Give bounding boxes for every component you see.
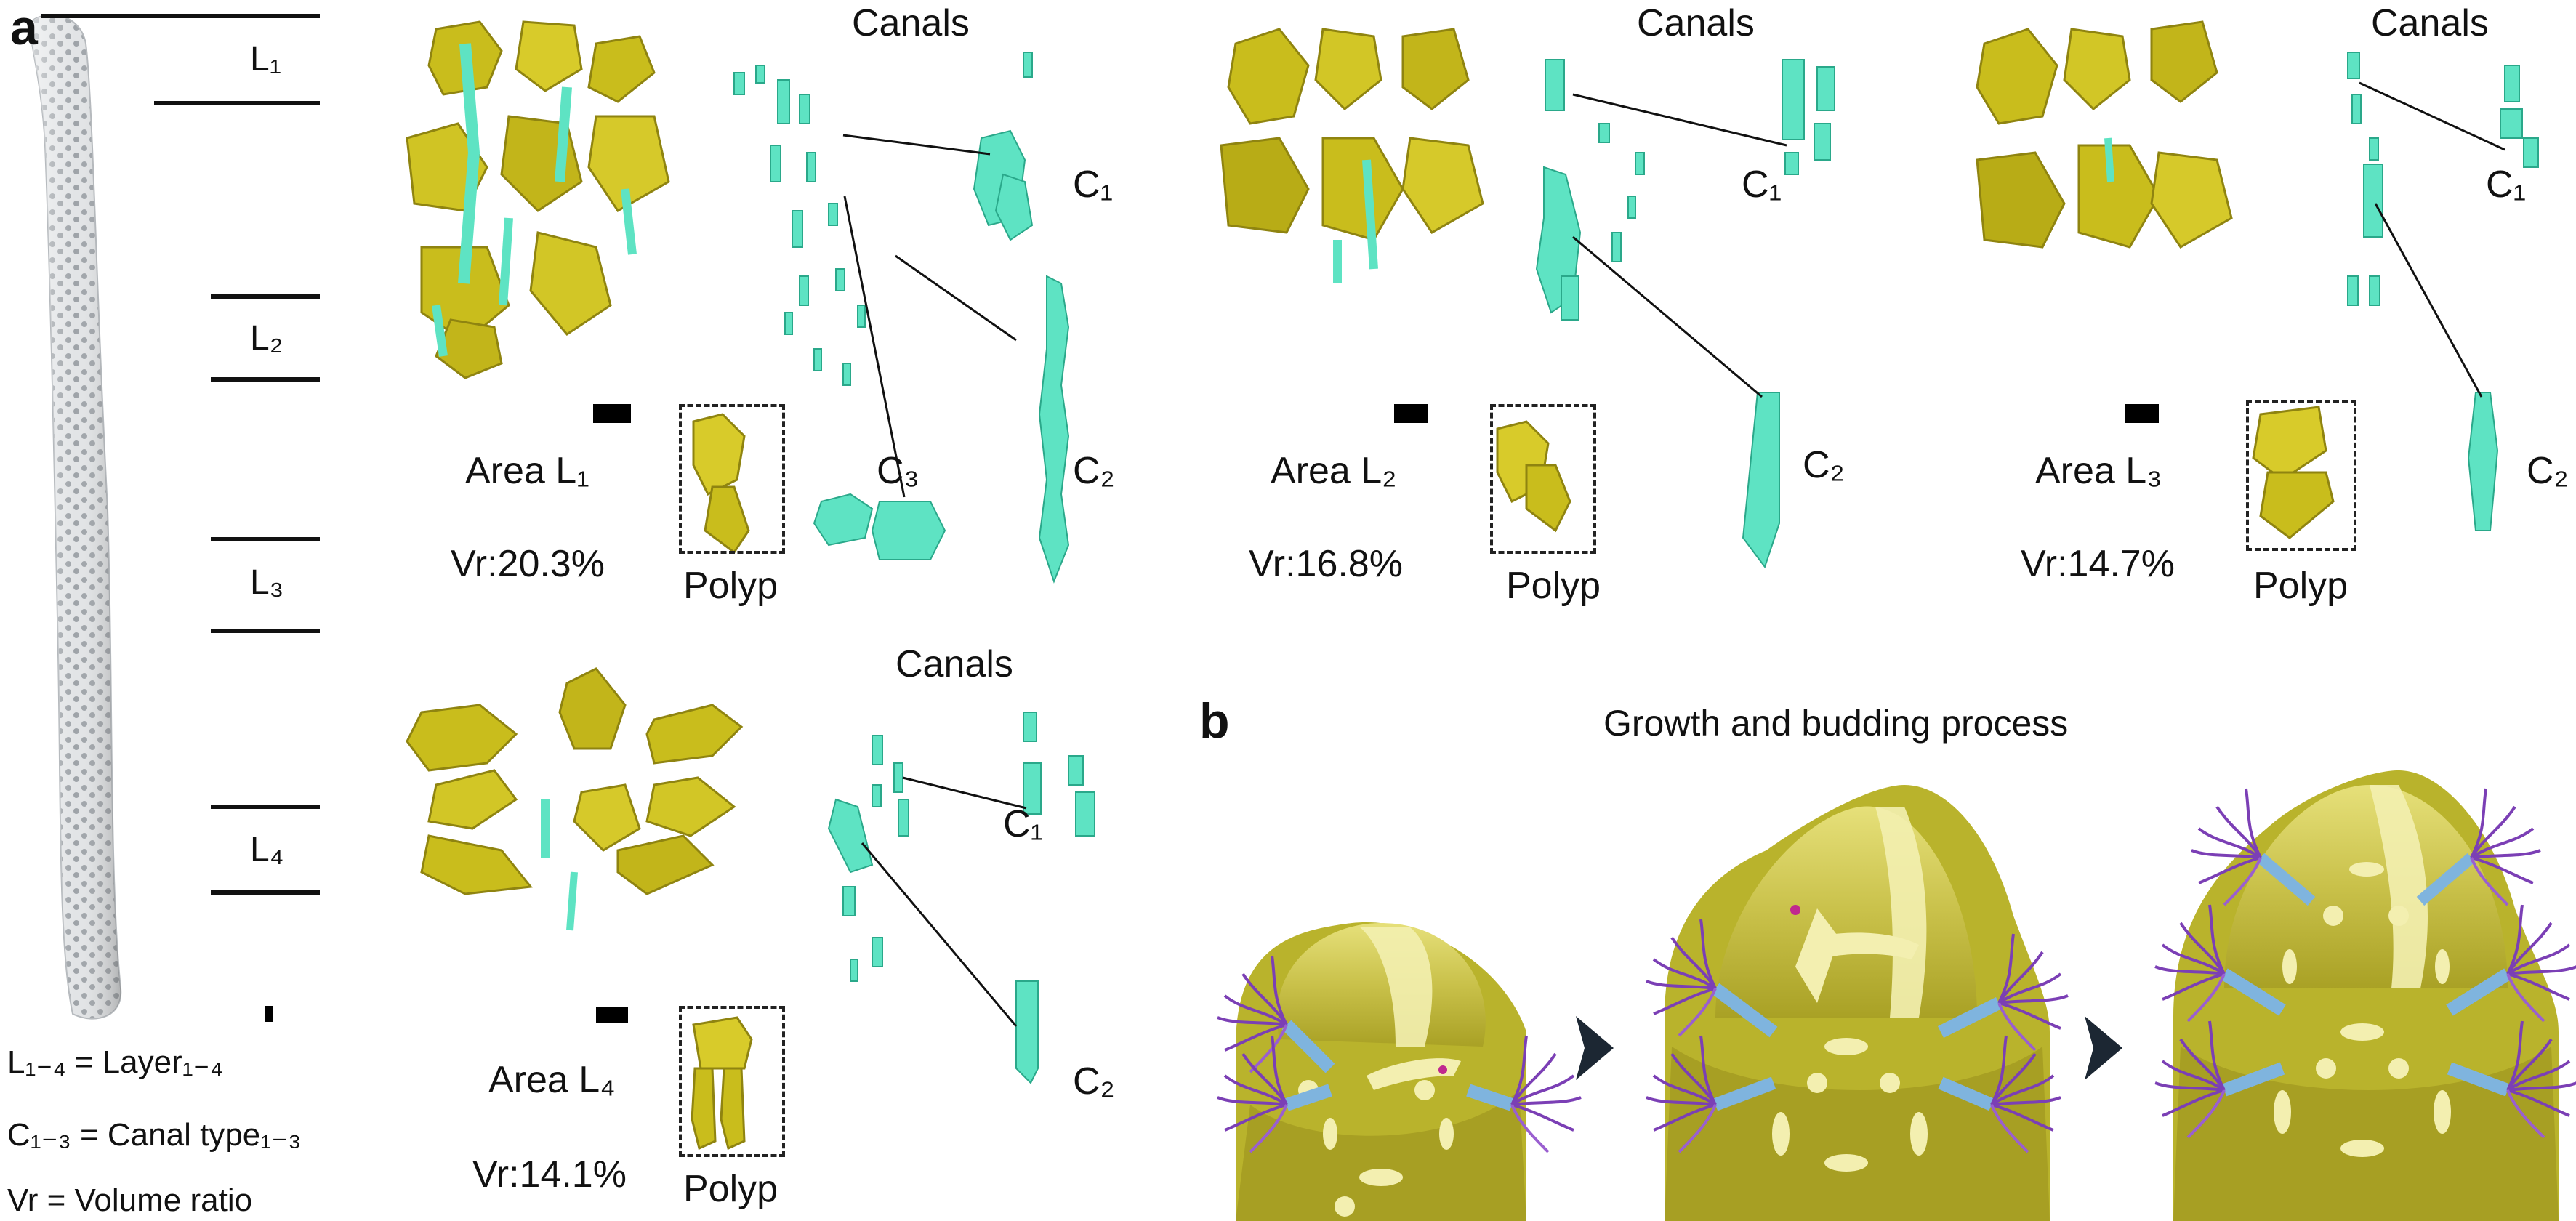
area-l1-label: Area L₁ xyxy=(465,450,589,492)
area-l2-label: Area L₂ xyxy=(1271,450,1397,492)
area-l4-c2-label: C₂ xyxy=(1073,1060,1115,1103)
panel-b-title: Growth and budding process xyxy=(1603,703,2069,744)
area-l1-scale-bar xyxy=(593,404,631,423)
area-l3-leader-lines xyxy=(2359,81,2505,398)
area-l3-canals-title: Canals xyxy=(2371,2,2489,44)
area-l3-polyp-box xyxy=(2246,400,2356,551)
area-l3-label: Area L₃ xyxy=(2035,450,2162,492)
layer-label-l1: L₁ xyxy=(250,40,281,78)
layer-boundary-lines xyxy=(41,14,320,895)
stage-arrow-1 xyxy=(1576,1016,1614,1080)
area-l2-polyp-model xyxy=(1220,28,1484,283)
legend-volume-ratio: Vr = Volume ratio xyxy=(7,1182,253,1218)
area-l4-volume-ratio: Vr:14.1% xyxy=(472,1153,627,1196)
panel-b-letter: b xyxy=(1199,693,1230,749)
area-l3-polyp-inset xyxy=(2252,406,2335,539)
area-l1-polyp-model xyxy=(406,20,670,379)
area-l1-polyp-label: Polyp xyxy=(683,565,778,607)
area-l1-canals-model xyxy=(733,52,1070,584)
budding-stage-1 xyxy=(1216,922,1582,1221)
area-l2-c1-label: C₁ xyxy=(1742,164,1782,206)
area-l3-volume-ratio: Vr:14.7% xyxy=(2021,543,2175,585)
area-l2-c2-label: C₂ xyxy=(1803,444,1845,486)
area-l4-c1-label: C₁ xyxy=(1003,803,1044,845)
panel-a-letter: a xyxy=(10,0,38,55)
area-l4-scale-bar xyxy=(596,1007,628,1023)
area-l2-polyp-inset xyxy=(1496,420,1571,533)
area-l1-volume-ratio: Vr:20.3% xyxy=(451,543,605,585)
area-l2-polyp-box xyxy=(1490,404,1596,554)
area-l4-label: Area L₄ xyxy=(488,1059,616,1101)
budding-stage-2 xyxy=(1645,785,2069,1221)
layer-label-l4: L₄ xyxy=(250,831,284,869)
layer-label-l3: L₃ xyxy=(250,563,284,602)
coral-column xyxy=(28,14,122,1020)
area-l1-polyp-box xyxy=(679,404,785,554)
area-l3-c2-label: C₂ xyxy=(2527,450,2569,492)
area-l3-canals-model xyxy=(2347,52,2539,531)
stage-arrow-2 xyxy=(2085,1016,2122,1080)
area-l1-c3-label: C₃ xyxy=(877,450,919,492)
area-l1-polyp-inset xyxy=(692,413,750,555)
area-l2-canals-model xyxy=(1535,59,1835,569)
budding-stage-3 xyxy=(2154,770,2576,1221)
area-l4-canals-model xyxy=(827,712,1095,1084)
area-l1-c1-label: C₁ xyxy=(1073,164,1114,206)
area-l3-polyp-model xyxy=(1976,20,2233,249)
area-l4-polyp-box xyxy=(679,1006,785,1157)
layer-label-l2: L₂ xyxy=(250,319,283,358)
area-l2-volume-ratio: Vr:16.8% xyxy=(1249,543,1403,585)
area-l1-c2-label: C₂ xyxy=(1073,450,1115,492)
area-l3-polyp-label: Polyp xyxy=(2253,565,2348,607)
area-l2-canals-title: Canals xyxy=(1637,2,1755,44)
area-l4-leader-lines xyxy=(861,776,1027,1027)
area-l4-polyp-label: Polyp xyxy=(683,1168,778,1210)
area-l4-polyp-model xyxy=(406,667,744,931)
area-l2-polyp-label: Polyp xyxy=(1506,565,1601,607)
area-l3-scale-bar xyxy=(2125,404,2159,423)
area-l1-leader-lines xyxy=(842,134,1017,498)
column-scale-bar xyxy=(265,1006,273,1022)
area-l4-polyp-inset xyxy=(691,1016,753,1151)
area-l2-scale-bar xyxy=(1394,404,1428,423)
area-l3-c1-label: C₁ xyxy=(2486,164,2527,206)
area-l1-canals-title: Canals xyxy=(852,2,970,44)
area-l2-leader-lines xyxy=(1572,93,1787,398)
legend-layers: L₁₋₄ = Layer₁₋₄ xyxy=(7,1044,223,1080)
legend-canal-types: C₁₋₃ = Canal type₁₋₃ xyxy=(7,1117,302,1153)
area-l4-canals-title: Canals xyxy=(895,643,1013,685)
